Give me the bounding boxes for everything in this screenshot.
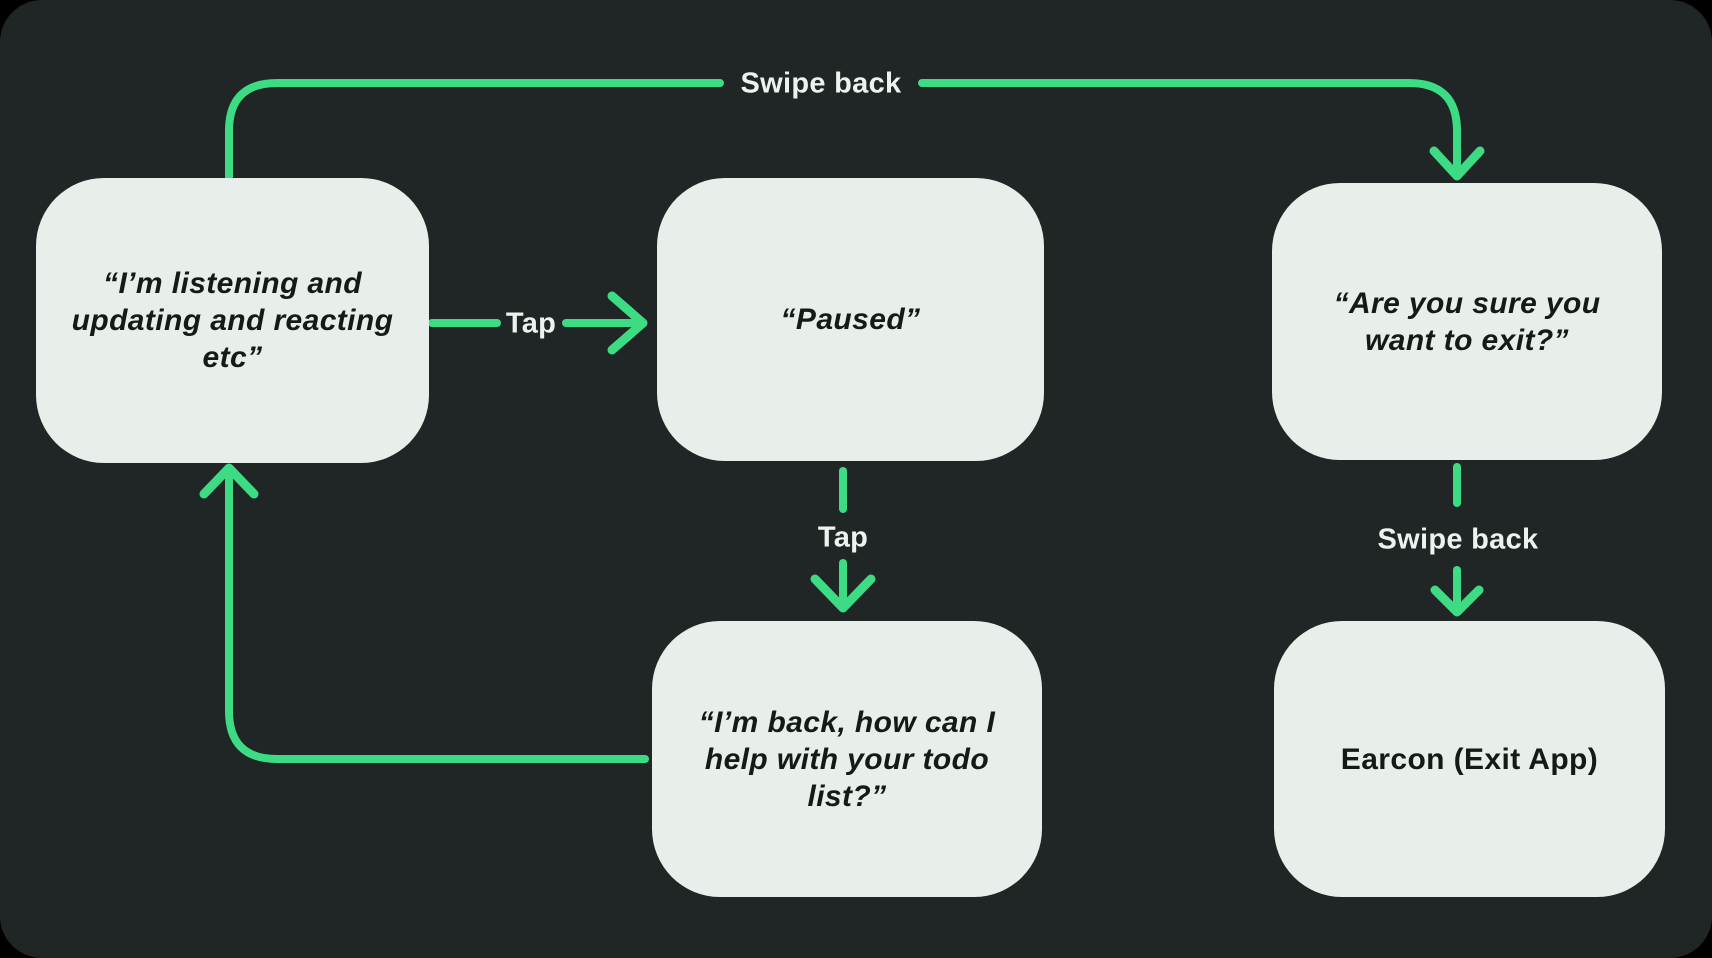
node-exit-confirm: “Are you sure you want to exit?” [1272, 183, 1662, 460]
node-text-line: “Are you sure you [1333, 286, 1601, 320]
arrowhead-down-icon [1430, 585, 1484, 617]
node-paused: “Paused” [657, 178, 1044, 461]
node-text-line: “I’m back, how can I [698, 705, 996, 739]
node-listening-text: “I’m listening and updating and reacting… [54, 265, 412, 376]
node-earcon-exit-app: Earcon (Exit App) [1274, 621, 1665, 897]
edge-back-to-listening [199, 463, 649, 763]
node-text-line: list?” [807, 779, 887, 813]
node-earcon-text: Earcon (Exit App) [1323, 741, 1616, 778]
edge-label-tap-down: Tap [817, 521, 869, 554]
node-back: “I’m back, how can I help with your todo… [652, 621, 1042, 897]
arrowhead-right-icon [607, 291, 648, 355]
node-text-line: help with your todo [704, 742, 990, 776]
edge-label-swipe-back-top: Swipe back [740, 67, 902, 100]
node-paused-text: “Paused” [763, 301, 939, 338]
edge-label-tap-right: Tap [505, 307, 557, 340]
node-text-line: Earcon (Exit App) [1340, 742, 1599, 776]
node-listening: “I’m listening and updating and reacting… [36, 178, 429, 463]
arrowhead-up-icon [199, 463, 259, 499]
arrowhead-down-icon [810, 574, 876, 613]
arrowhead-down-icon [1429, 146, 1485, 181]
node-text-line: “I’m listening and [103, 267, 362, 300]
node-text-line: etc” [202, 341, 263, 374]
node-back-text: “I’m back, how can I help with your todo… [681, 704, 1013, 815]
node-text-line: updating and reacting [71, 304, 394, 337]
edge-label-swipe-back-bottom: Swipe back [1377, 523, 1539, 556]
node-text-line: “Paused” [780, 303, 921, 336]
node-text-line: want to exit?” [1365, 323, 1569, 357]
node-exit-confirm-text: “Are you sure you want to exit?” [1316, 285, 1619, 359]
